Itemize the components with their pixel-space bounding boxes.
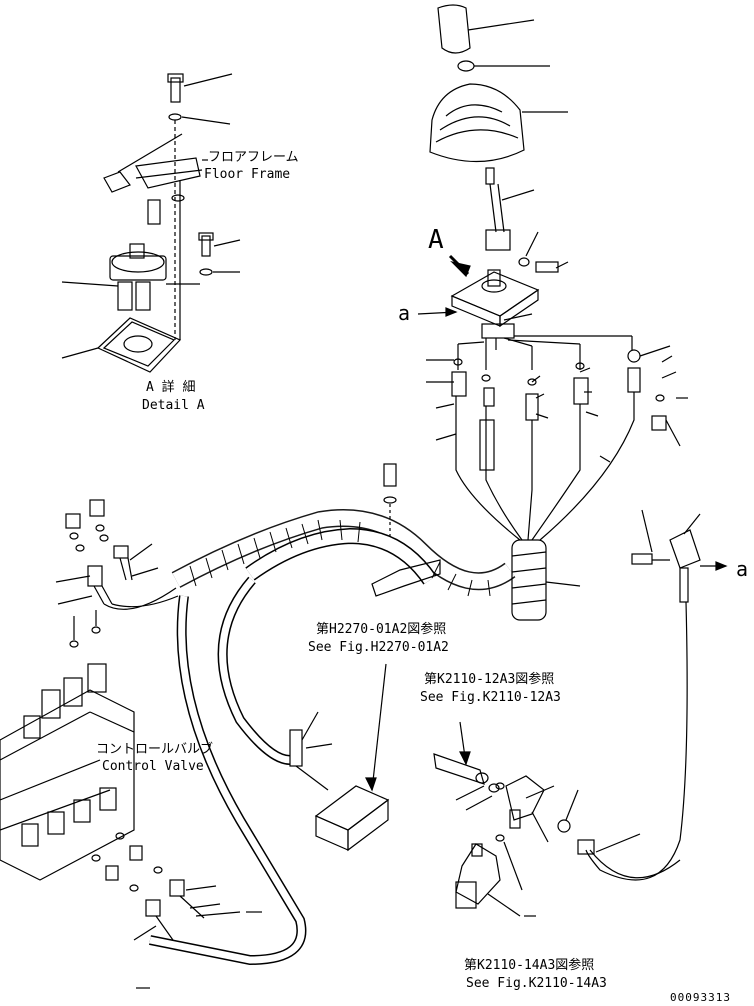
right-branch bbox=[577, 509, 728, 881]
mark-a-right: a bbox=[736, 557, 749, 581]
control-valve-label-jp: コントロールバルブ bbox=[96, 742, 214, 757]
ref3-label-jp: 第K2110-14A3図参照 bbox=[464, 958, 595, 973]
ref1-label-jp: 第H2270-01A2図参照 bbox=[316, 622, 447, 637]
detail-a-label-en: Detail A bbox=[142, 398, 205, 413]
control-valve-label-en: Control Valve bbox=[102, 759, 204, 774]
mark-a-left: a bbox=[398, 301, 411, 325]
hose-bundle bbox=[149, 463, 581, 966]
detail-a-label-jp: A 詳 細 bbox=[146, 380, 196, 395]
control-valve-assembly bbox=[0, 499, 262, 989]
ref3-label-en: See Fig.K2110-14A3 bbox=[466, 976, 607, 991]
detail-a-assembly bbox=[61, 73, 241, 373]
view-a-label: A bbox=[428, 225, 444, 255]
ref2-label-jp: 第K2110-12A3図参照 bbox=[424, 672, 555, 687]
lower-switch-group bbox=[433, 721, 579, 917]
floor-frame-label-en: Floor Frame bbox=[204, 167, 291, 182]
drawing-number: 00093313 bbox=[670, 991, 731, 1004]
floor-frame-label-jp: フロアフレーム bbox=[208, 150, 299, 165]
ref2-label-en: See Fig.K2110-12A3 bbox=[420, 690, 561, 705]
lever-assembly bbox=[417, 4, 688, 541]
ref1-label-en: See Fig.H2270-01A2 bbox=[308, 640, 449, 655]
